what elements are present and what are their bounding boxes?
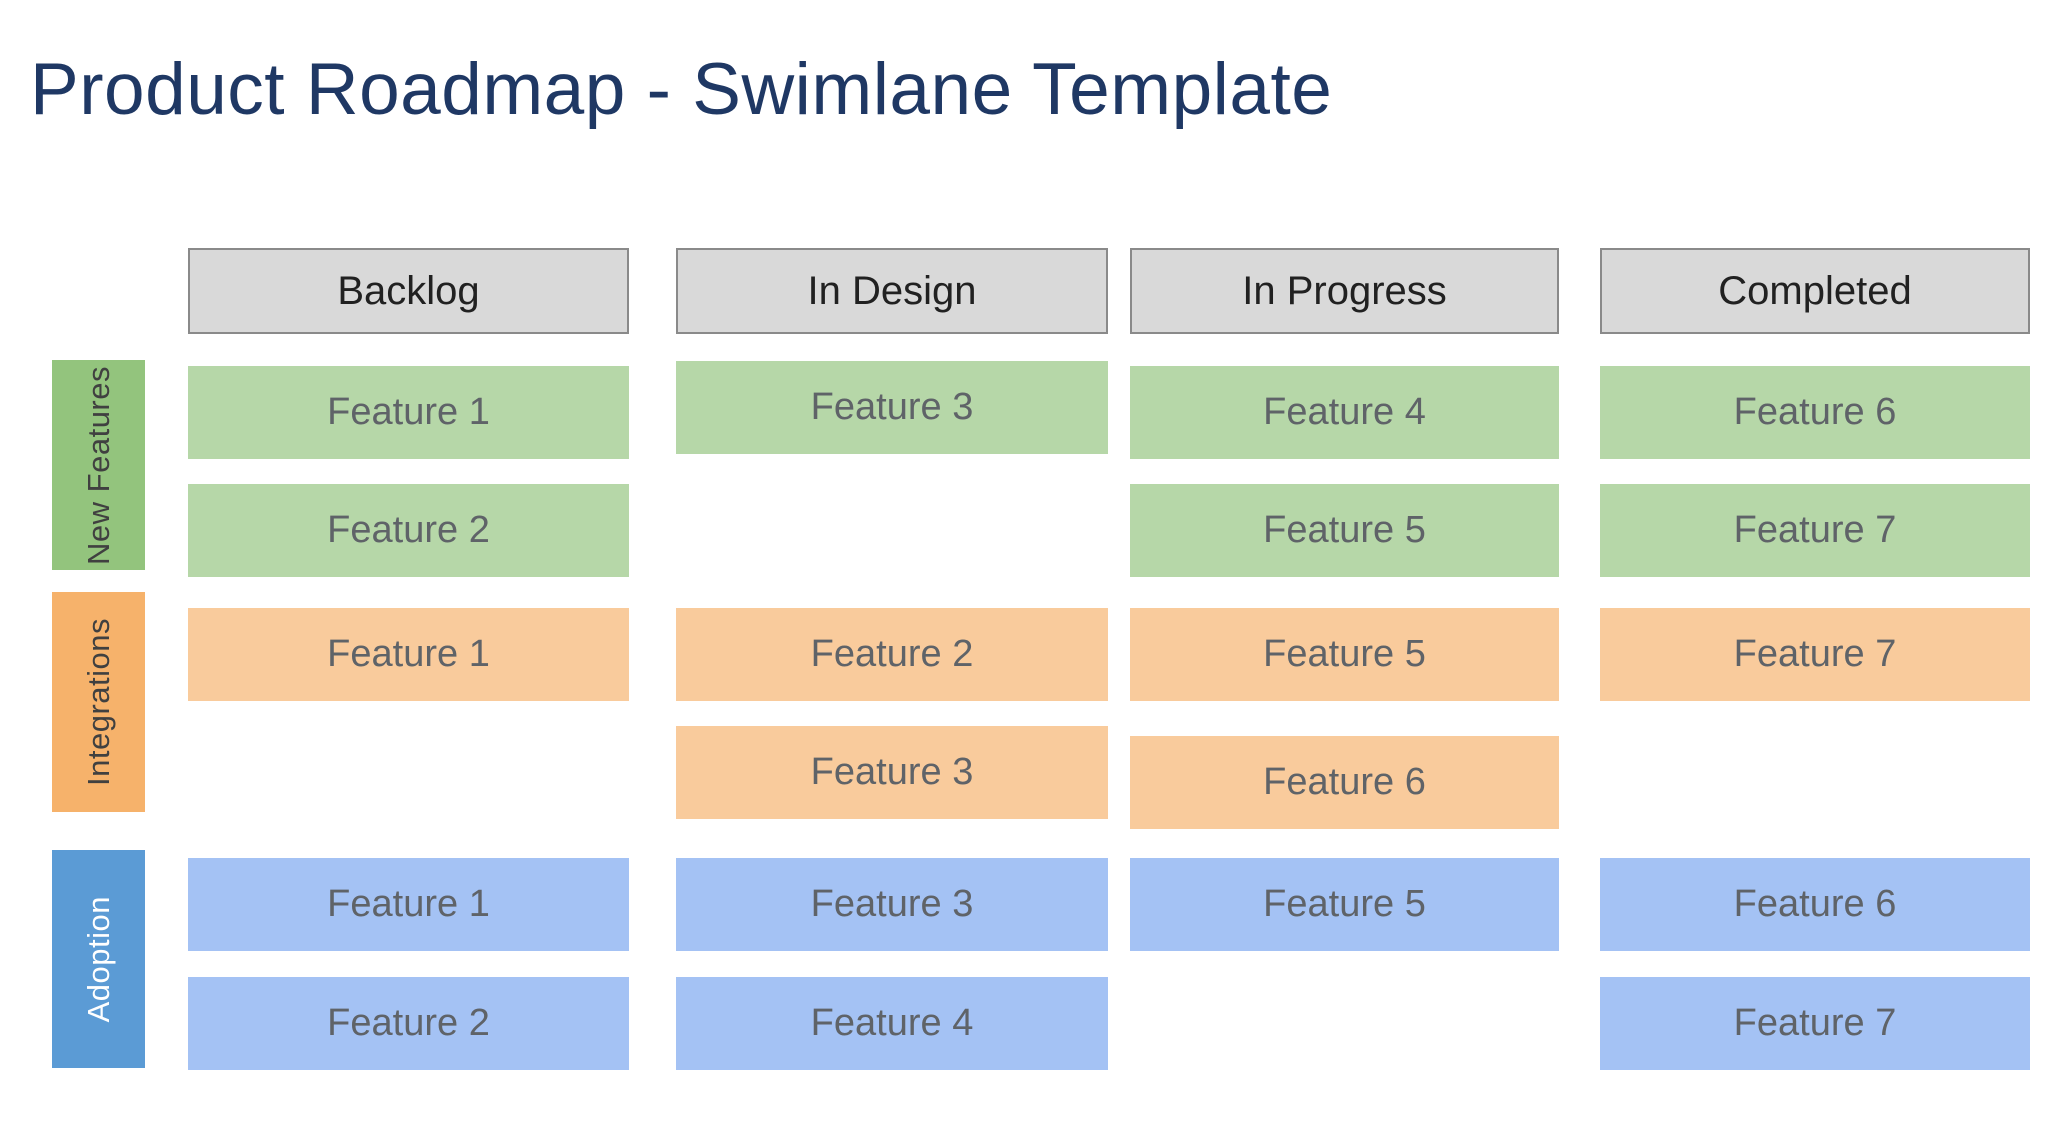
feature-card[interactable]: Feature 1 [188, 858, 629, 951]
feature-card[interactable]: Feature 5 [1130, 484, 1559, 577]
feature-card[interactable]: Feature 6 [1600, 858, 2030, 951]
feature-card[interactable]: Feature 2 [188, 977, 629, 1070]
feature-card[interactable]: Feature 1 [188, 366, 629, 459]
feature-card[interactable]: Feature 6 [1130, 736, 1559, 829]
feature-card[interactable]: Feature 3 [676, 726, 1108, 819]
feature-card[interactable]: Feature 7 [1600, 977, 2030, 1070]
lane-label-text: Integrations [80, 618, 116, 786]
feature-card[interactable]: Feature 3 [676, 858, 1108, 951]
feature-card[interactable]: Feature 2 [188, 484, 629, 577]
page-title: Product Roadmap - Swimlane Template [30, 49, 1333, 130]
lane-label-new-features: New Features [52, 360, 145, 570]
feature-card[interactable]: Feature 5 [1130, 858, 1559, 951]
column-header-in-design: In Design [676, 248, 1108, 334]
lane-label-integrations: Integrations [52, 592, 145, 812]
feature-card[interactable]: Feature 5 [1130, 608, 1559, 701]
column-header-backlog: Backlog [188, 248, 629, 334]
feature-card[interactable]: Feature 4 [1130, 366, 1559, 459]
feature-card[interactable]: Feature 3 [676, 361, 1108, 454]
lane-label-text: New Features [80, 365, 116, 565]
feature-card[interactable]: Feature 7 [1600, 484, 2030, 577]
feature-card[interactable]: Feature 7 [1600, 608, 2030, 701]
lane-label-adoption: Adoption [52, 850, 145, 1068]
feature-card[interactable]: Feature 4 [676, 977, 1108, 1070]
feature-card[interactable]: Feature 2 [676, 608, 1108, 701]
lane-label-text: Adoption [80, 895, 116, 1023]
feature-card[interactable]: Feature 1 [188, 608, 629, 701]
column-header-in-progress: In Progress [1130, 248, 1559, 334]
feature-card[interactable]: Feature 6 [1600, 366, 2030, 459]
column-header-completed: Completed [1600, 248, 2030, 334]
